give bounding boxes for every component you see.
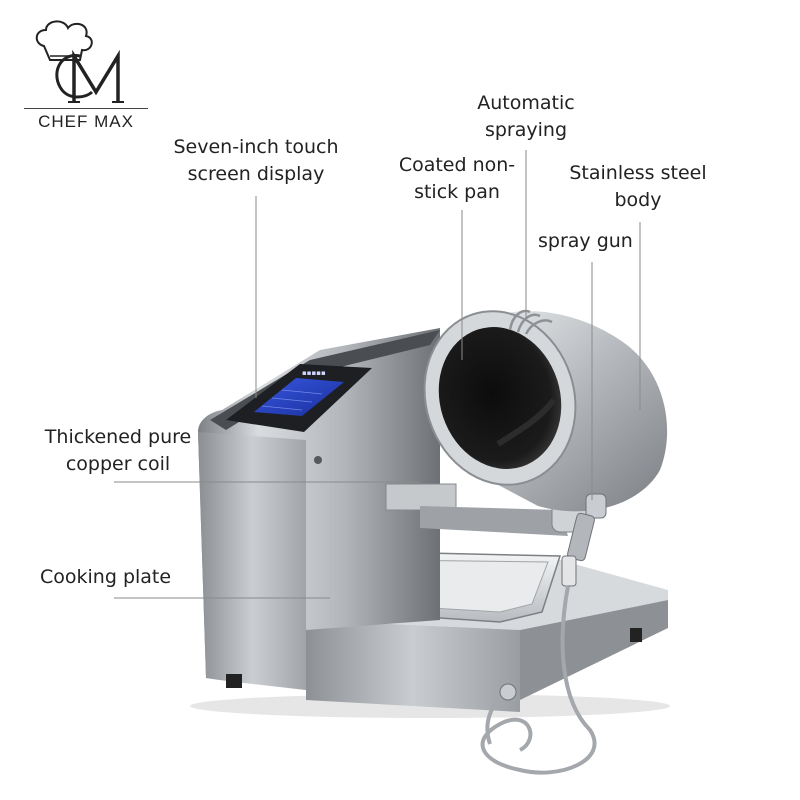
label-copper-coil: Thickened pure copper coil [36, 424, 200, 478]
leader-lines [114, 150, 641, 599]
screen-grid-lines [261, 389, 323, 411]
label-automatic-spraying: Automatic spraying [464, 90, 588, 144]
screen-header-text: ▪▪▪▪▪ [302, 369, 326, 377]
label-nonstick-pan: Coated non- stick pan [388, 152, 526, 206]
base-platform-right [520, 600, 668, 700]
spray-gun [561, 493, 607, 587]
label-automatic-spraying-line1: Automatic [477, 92, 575, 114]
label-nonstick-pan-line2: stick pan [414, 181, 500, 203]
tower-screw [314, 456, 322, 464]
label-copper-coil-line2: copper coil [65, 453, 171, 475]
brand-divider [24, 108, 148, 109]
label-touch-screen: Seven-inch touch screen display [166, 134, 346, 188]
label-touch-screen-line2: screen display [187, 163, 325, 185]
label-nonstick-pan-line1: Coated non- [398, 154, 516, 176]
label-stainless-body: Stainless steel body [562, 160, 714, 214]
tower-top [210, 330, 440, 430]
pan-stirring-fin [496, 398, 557, 447]
base-foot [630, 628, 642, 642]
base-platform-front [306, 620, 520, 712]
label-touch-screen-line1: Seven-inch touch [173, 136, 339, 158]
tower-foot [226, 674, 242, 688]
brand-name: CHEF MAX [38, 112, 134, 131]
spray-hose [480, 585, 597, 775]
nonstick-pan-interior [438, 327, 562, 469]
label-stainless-body-line2: body [614, 189, 662, 211]
tower-front-face [198, 432, 306, 690]
chef-hat-monogram-logo [35, 20, 124, 103]
label-copper-coil-line1: Thickened pure [44, 426, 192, 448]
touch-screen-display [254, 378, 344, 416]
label-automatic-spraying-line2: spraying [484, 119, 568, 141]
automatic-spray-nozzles [508, 309, 553, 335]
hose-connector [499, 683, 517, 701]
label-cooking-plate: Cooking plate [40, 566, 172, 588]
label-spray-gun: spray gun [538, 230, 633, 252]
label-stainless-body-line1: Stainless steel [569, 162, 707, 184]
drum-cradle [420, 506, 568, 536]
